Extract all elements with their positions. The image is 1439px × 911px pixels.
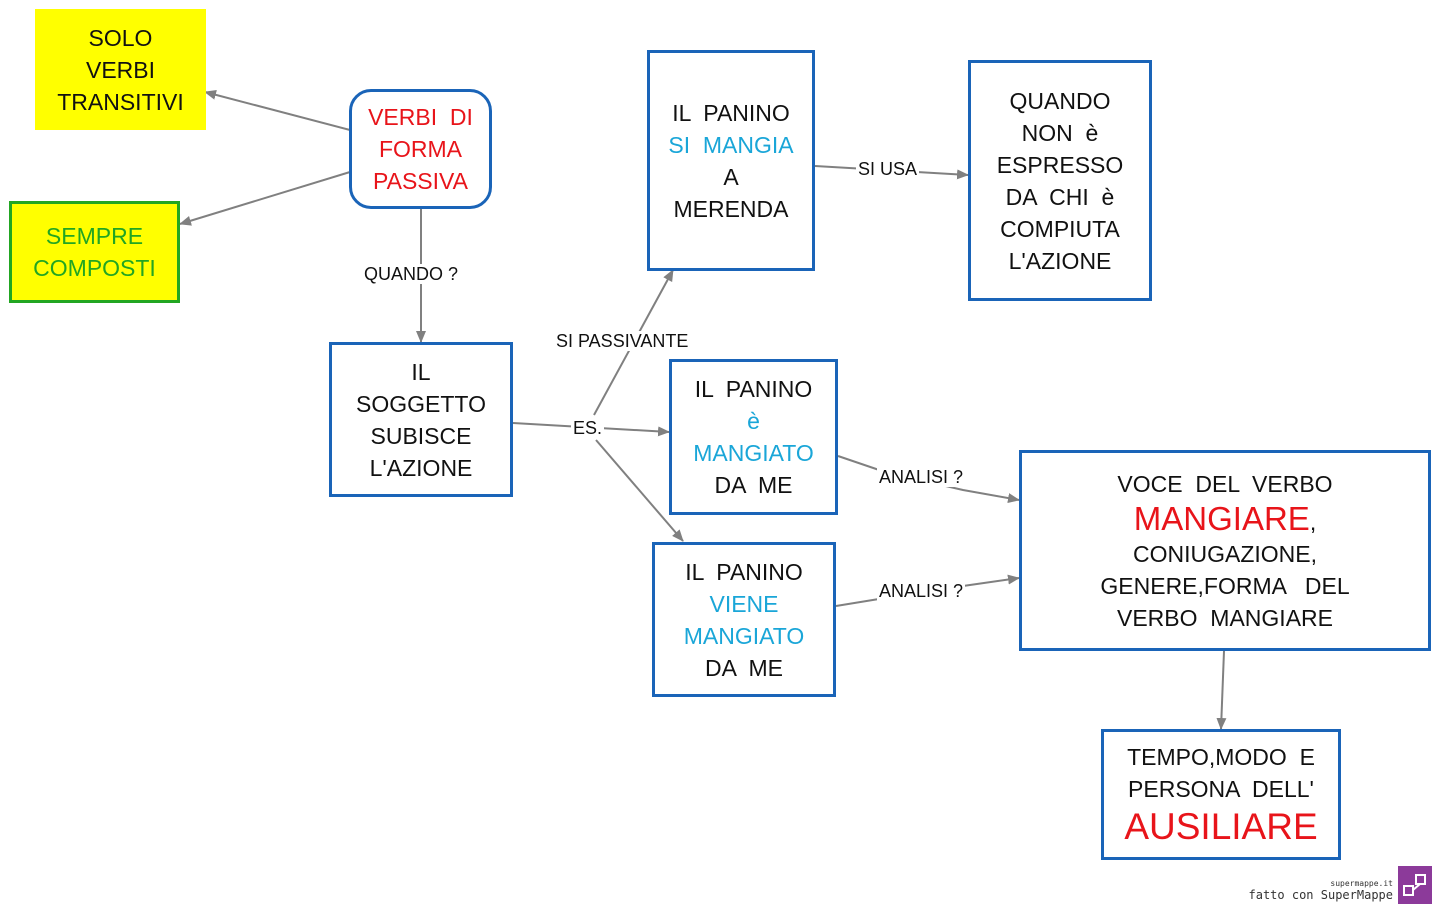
watermark-credit: fatto con SuperMappe <box>1248 888 1394 902</box>
node-verbi-forma-passiva: VERBI DI FORMA PASSIVA <box>349 89 492 209</box>
edge-label-es: ES. <box>571 418 605 438</box>
edge-verbi-to-sempre <box>179 171 351 226</box>
edge-label-analisi-2: ANALISI ? <box>877 581 966 601</box>
watermark-site: supermappe.it <box>1330 879 1393 888</box>
node-viene-mangiato: IL PANINO VIENE MANGIATO DA ME <box>652 542 836 697</box>
edge-label-quando: QUANDO ? <box>362 264 461 284</box>
supermappe-watermark: supermappe.it fatto con SuperMappe <box>1249 879 1394 902</box>
node-sempre-composti: SEMPRE COMPOSTI <box>9 201 180 303</box>
edge-label-si-passivante: SI PASSIVANTE <box>554 331 691 351</box>
node-e-mangiato: IL PANINO è MANGIATO DA ME <box>669 359 838 515</box>
node-si-mangia: IL PANINO SI MANGIA A MERENDA <box>647 50 815 271</box>
edge-label-si-usa: SI USA <box>856 159 920 179</box>
voce-mangiare-line: MANGIARE, <box>1133 499 1317 537</box>
node-voce-del-verbo: VOCE DEL VERBO MANGIARE, CONIUGAZIONE, G… <box>1019 450 1431 651</box>
node-quando-non-espresso: QUANDO NON è ESPRESSO DA CHI è COMPIUTA … <box>968 60 1152 301</box>
edge-voce-to-tempo <box>1216 650 1227 730</box>
node-solo-verbi-transitivi: SOLO VERBI TRANSITIVI <box>35 9 206 130</box>
edge-es-to-viene <box>595 439 684 542</box>
edge-verbi-to-solo <box>204 89 351 131</box>
node-tempo-modo-persona: TEMPO,MODO E PERSONA DELL' AUSILIARE <box>1101 729 1341 860</box>
node-soggetto-subisce: IL SOGGETTO SUBISCE L'AZIONE <box>329 342 513 497</box>
edge-label-analisi-1: ANALISI ? <box>877 467 966 487</box>
supermappe-logo-icon <box>1398 866 1432 904</box>
